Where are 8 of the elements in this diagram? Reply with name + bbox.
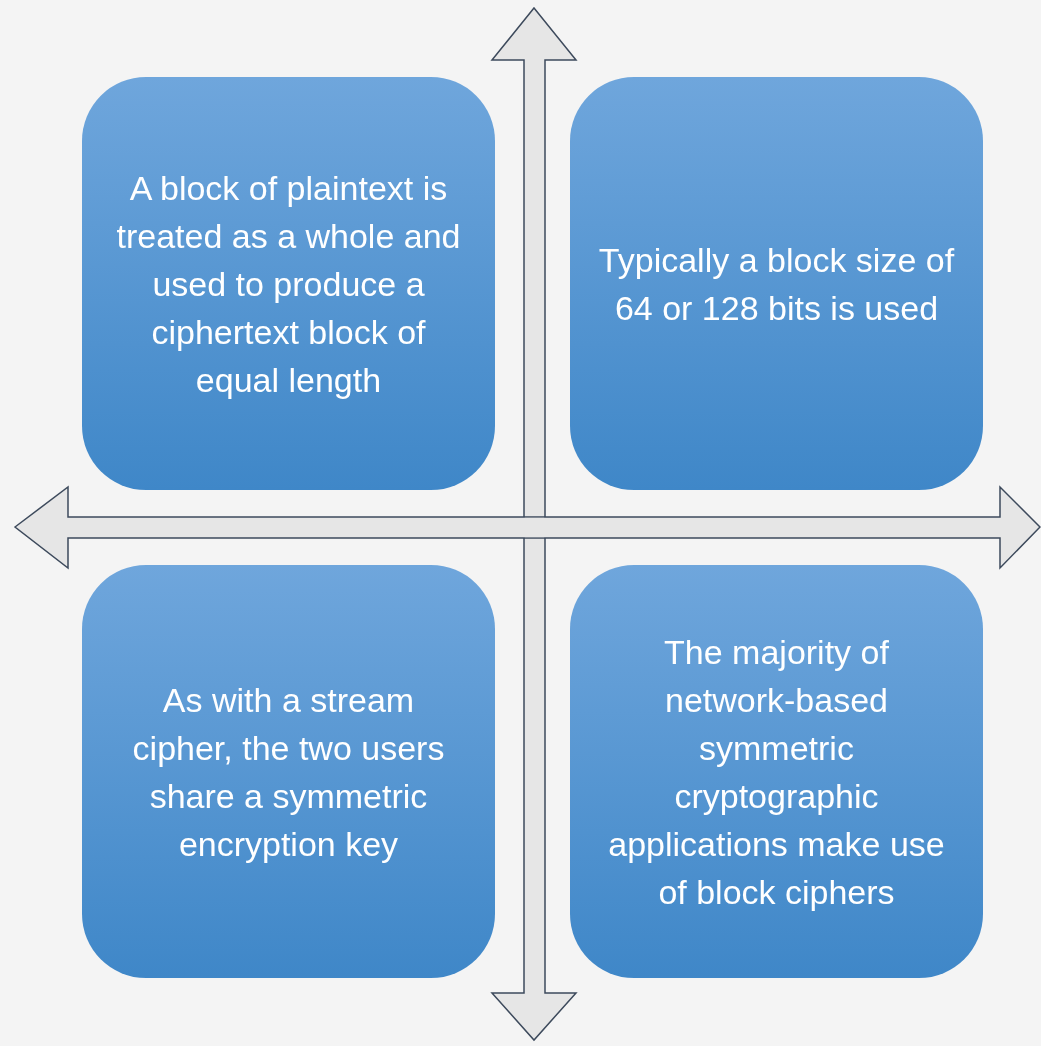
rounded-box <box>570 565 983 978</box>
rounded-box <box>570 77 983 490</box>
box-text: Typically a block size of 64 or 128 bits is used <box>598 239 955 329</box>
rounded-box <box>82 77 495 490</box>
box-text: As with a stream cipher, the two users share a symmetric encryption key <box>131 679 446 865</box>
box-text: A block of plaintext is treated as a whole and used to produce a ciphertext block of equal length <box>115 167 462 401</box>
box-text: The majority of network-based symmetric cryptographic applications make use of block ciphers <box>607 631 946 913</box>
rounded-box <box>82 565 495 978</box>
